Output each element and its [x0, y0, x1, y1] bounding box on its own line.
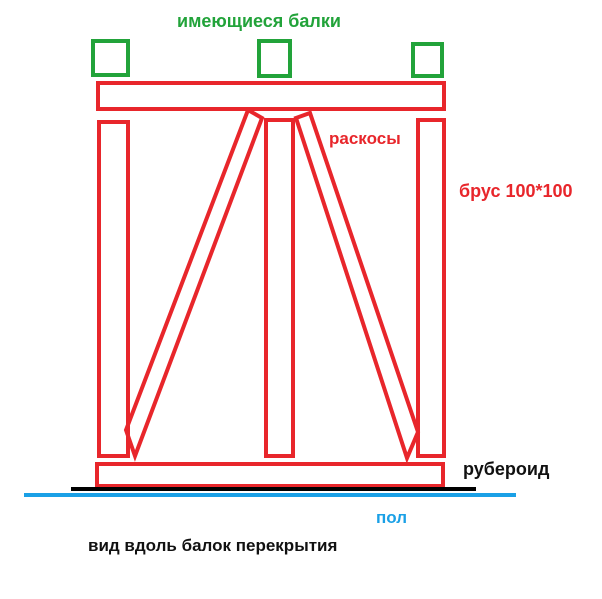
label-floor: пол [376, 508, 408, 527]
label-roofing-felt: рубероид [463, 459, 550, 479]
existing-beam-middle [257, 39, 292, 78]
label-braces: раскосы [329, 129, 401, 148]
brace-left [123, 107, 265, 462]
existing-beam-right [411, 42, 444, 78]
post-right [416, 118, 446, 458]
bottom-plate [95, 462, 445, 488]
post-middle [264, 118, 295, 458]
label-existing-beams: имеющиеся балки [177, 11, 341, 31]
post-left [97, 120, 130, 458]
caption-view-along-beams: вид вдоль балок перекрытия [88, 536, 338, 555]
top-plate [96, 81, 446, 111]
existing-beam-left [91, 39, 130, 77]
label-timber: брус 100*100 [459, 181, 573, 201]
brace-right [293, 110, 421, 464]
